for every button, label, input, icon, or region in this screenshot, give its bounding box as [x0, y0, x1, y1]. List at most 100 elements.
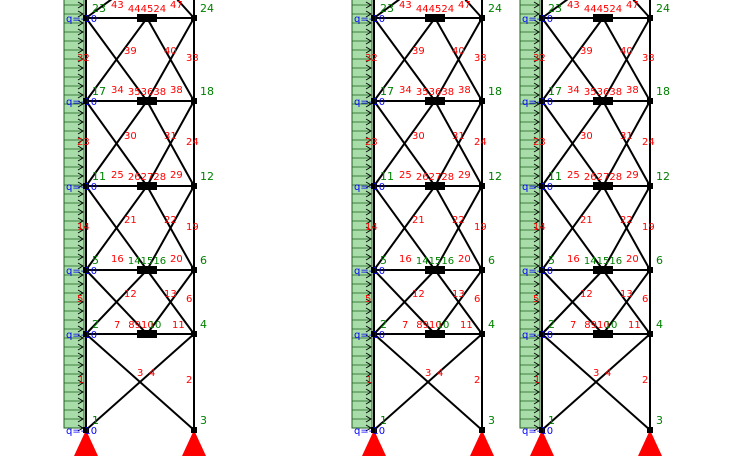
- load-arrow-head: [77, 163, 84, 171]
- member-label-m32: 32: [533, 53, 546, 64]
- brace: [146, 100, 195, 187]
- brace: [85, 0, 113, 19]
- node-label-n5: 5: [380, 254, 387, 267]
- node-label-n5: 5: [92, 254, 99, 267]
- node-label-n11: 11: [380, 170, 394, 183]
- load-arrow-head: [365, 370, 372, 378]
- member-label-m1: 1: [534, 375, 540, 386]
- load-arrow-head: [365, 379, 372, 387]
- load-arrow-head: [533, 217, 540, 225]
- load-arrow-head: [365, 397, 372, 405]
- hub-label: 10: [437, 320, 450, 331]
- load-arrow-head: [365, 199, 372, 207]
- load-arrow-head: [365, 154, 372, 162]
- node-label-n11: 11: [548, 170, 562, 183]
- load-arrow-head: [365, 19, 372, 27]
- member-label-m3: 3: [593, 368, 599, 379]
- member-label-m47: 47: [626, 0, 639, 11]
- hub-label: 353638: [584, 87, 622, 98]
- node-label-n18: 18: [656, 85, 670, 98]
- member-label-m30: 30: [124, 131, 137, 142]
- member-label-m7: 7: [402, 320, 408, 331]
- member-label-m21: 21: [124, 215, 137, 226]
- load-arrow-head: [533, 10, 540, 18]
- node-label-n6: 6: [488, 254, 495, 267]
- node: [647, 427, 653, 433]
- load-arrow-head: [77, 298, 84, 306]
- load-label: q=-10: [354, 330, 385, 341]
- load-arrow-head: [365, 271, 372, 279]
- load-arrow-head: [365, 343, 372, 351]
- member-label-m3: 3: [425, 368, 431, 379]
- member-label-m13: 13: [620, 289, 633, 300]
- node-label-n24: 24: [200, 2, 214, 15]
- load-arrow-head: [77, 28, 84, 36]
- load-arrow-head: [365, 316, 372, 324]
- load-label: q=-10: [354, 97, 385, 108]
- load-arrow-head: [365, 127, 372, 135]
- node-label-n4: 4: [656, 318, 663, 331]
- distributed-load: [351, 0, 373, 432]
- node: [539, 427, 545, 433]
- hub-label: 444524: [128, 4, 166, 15]
- member-label-m11: 11: [172, 320, 185, 331]
- load-arrow-head: [365, 334, 372, 342]
- load-arrow-head: [77, 10, 84, 18]
- member-label-m29: 29: [626, 170, 639, 181]
- brace: [373, 333, 483, 431]
- node: [83, 427, 89, 433]
- load-arrow-head: [77, 280, 84, 288]
- load-arrow-head: [77, 64, 84, 72]
- hub-label: 444524: [584, 4, 622, 15]
- load-arrow-head: [77, 406, 84, 414]
- load-arrow-head: [77, 262, 84, 270]
- load-arrow-head: [533, 163, 540, 171]
- load-arrow-head: [365, 10, 372, 18]
- load-arrow-head: [533, 190, 540, 198]
- node-label-n6: 6: [656, 254, 663, 267]
- pin-support: [182, 430, 206, 456]
- member-label-m16: 16: [399, 254, 412, 265]
- brace: [373, 269, 436, 335]
- load-arrow-head: [365, 289, 372, 297]
- member-label-m14: 14: [77, 222, 90, 233]
- hub-label: 353638: [416, 87, 454, 98]
- member-label-m11: 11: [460, 320, 473, 331]
- member-label-m23: 23: [77, 137, 90, 148]
- load-arrow-head: [533, 109, 540, 117]
- load-arrow-head: [365, 244, 372, 252]
- load-arrow-head: [77, 361, 84, 369]
- load-label: q=-10: [522, 182, 553, 193]
- load-arrow-head: [77, 208, 84, 216]
- member-label-m22: 22: [452, 215, 465, 226]
- distributed-load: [63, 0, 85, 432]
- member-label-m30: 30: [580, 131, 593, 142]
- member-label-m38: 38: [170, 85, 183, 96]
- brace: [85, 17, 148, 102]
- node-label-n24: 24: [488, 2, 502, 15]
- brace: [602, 100, 651, 187]
- load-arrow-head: [77, 91, 84, 99]
- node-label-n2: 2: [380, 318, 387, 331]
- brace: [434, 185, 483, 271]
- load-arrow-head: [365, 82, 372, 90]
- load-label: q=-10: [522, 14, 553, 25]
- load-arrow-head: [77, 316, 84, 324]
- pin-support: [362, 430, 386, 456]
- member-label-m12: 12: [580, 289, 593, 300]
- node-label-n3: 3: [488, 414, 495, 427]
- load-arrow-head: [77, 289, 84, 297]
- load-arrow-head: [77, 172, 84, 180]
- node-label-n4: 4: [200, 318, 207, 331]
- pin-support: [74, 430, 98, 456]
- node-label-n1: 1: [380, 414, 387, 427]
- member-label-m31: 31: [620, 131, 633, 142]
- member-label-m14: 14: [533, 222, 546, 233]
- load-arrow-head: [365, 64, 372, 72]
- load-arrow-head: [533, 172, 540, 180]
- load-arrow-head: [533, 154, 540, 162]
- member-label-m38: 38: [458, 85, 471, 96]
- load-label: q=-10: [354, 14, 385, 25]
- hub-label: 141516: [584, 256, 622, 267]
